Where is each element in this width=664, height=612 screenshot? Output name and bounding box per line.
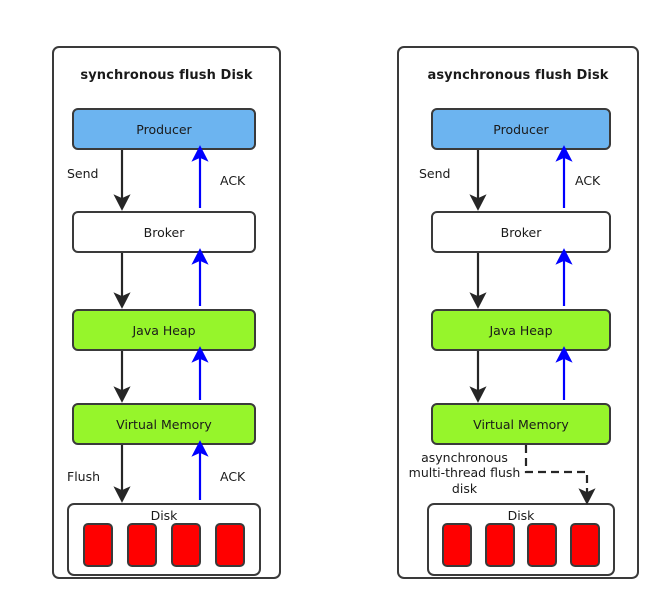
panel-title-asynchronous: asynchronous flush Disk bbox=[427, 68, 609, 83]
node-disk-sync-label: Disk bbox=[150, 508, 178, 523]
node-virtual-memory-async[interactable]: Virtual Memory bbox=[431, 403, 611, 445]
panel-synchronous-flush-disk: synchronous flush Disk Producer Broker J… bbox=[52, 46, 281, 579]
node-disk-async-label: Disk bbox=[507, 508, 535, 523]
disk-async-cells bbox=[429, 523, 613, 567]
node-producer-async[interactable]: Producer bbox=[431, 108, 611, 150]
node-disk-sync[interactable]: Disk bbox=[67, 503, 261, 576]
edge-label-send-sync: Send bbox=[67, 166, 99, 181]
edge-label-flush-sync: Flush bbox=[67, 469, 101, 484]
edge-label-send-async: Send bbox=[419, 166, 451, 181]
edge-label-ack-top-sync: ACK bbox=[220, 173, 246, 188]
node-java-heap-async[interactable]: Java Heap bbox=[431, 309, 611, 351]
panel-title-synchronous: synchronous flush Disk bbox=[80, 68, 253, 83]
node-producer-sync-label: Producer bbox=[136, 121, 192, 137]
edge-label-async-flush-disk: asynchronous multi-thread flush disk bbox=[408, 450, 521, 496]
node-producer-async-label: Producer bbox=[493, 121, 549, 137]
node-broker-async[interactable]: Broker bbox=[431, 211, 611, 253]
node-broker-sync-label: Broker bbox=[143, 224, 185, 240]
node-virtual-memory-async-label: Virtual Memory bbox=[473, 416, 569, 432]
disk-cell bbox=[127, 523, 157, 567]
node-virtual-memory-sync-label: Virtual Memory bbox=[116, 416, 212, 432]
disk-cell bbox=[527, 523, 558, 567]
disk-cell bbox=[484, 523, 515, 567]
panel-asynchronous-flush-disk: asynchronous flush Disk Producer Broker … bbox=[397, 46, 639, 579]
disk-cell bbox=[215, 523, 245, 567]
node-java-heap-sync-label: Java Heap bbox=[132, 322, 196, 338]
node-java-heap-async-label: Java Heap bbox=[489, 322, 553, 338]
node-virtual-memory-sync[interactable]: Virtual Memory bbox=[72, 403, 256, 445]
node-producer-sync[interactable]: Producer bbox=[72, 108, 256, 150]
disk-cell bbox=[171, 523, 201, 567]
edge-label-ack-top-async: ACK bbox=[575, 173, 601, 188]
node-broker-sync[interactable]: Broker bbox=[72, 211, 256, 253]
disk-cell bbox=[441, 523, 472, 567]
edge-label-ack-bottom-sync: ACK bbox=[220, 469, 246, 484]
disk-cell bbox=[83, 523, 113, 567]
node-broker-async-label: Broker bbox=[500, 224, 542, 240]
disk-sync-cells bbox=[69, 523, 259, 567]
disk-cell bbox=[570, 523, 601, 567]
node-java-heap-sync[interactable]: Java Heap bbox=[72, 309, 256, 351]
node-disk-async[interactable]: Disk bbox=[427, 503, 615, 576]
